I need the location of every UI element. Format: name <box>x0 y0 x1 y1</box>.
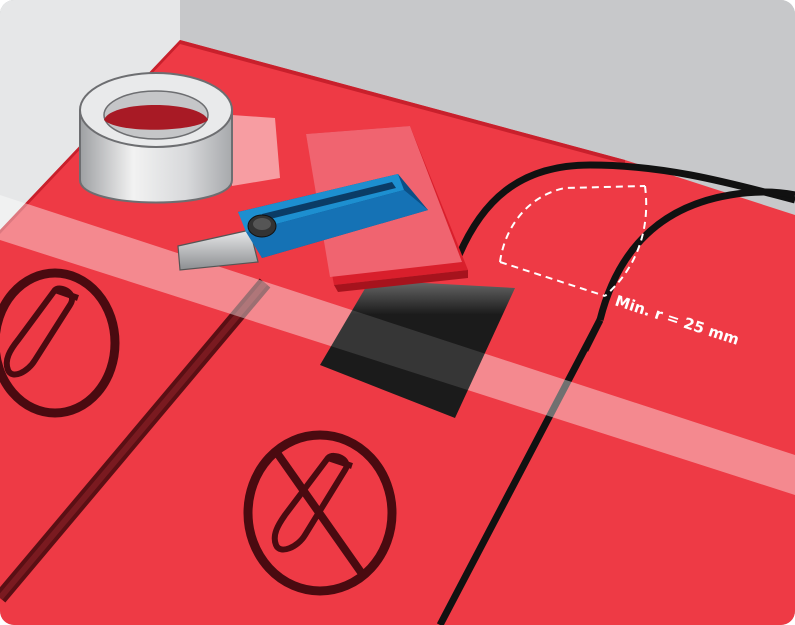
installation-illustration: Min. r = 25 mm <box>0 0 795 625</box>
illustration-canvas: Min. r = 25 mm <box>0 0 795 625</box>
